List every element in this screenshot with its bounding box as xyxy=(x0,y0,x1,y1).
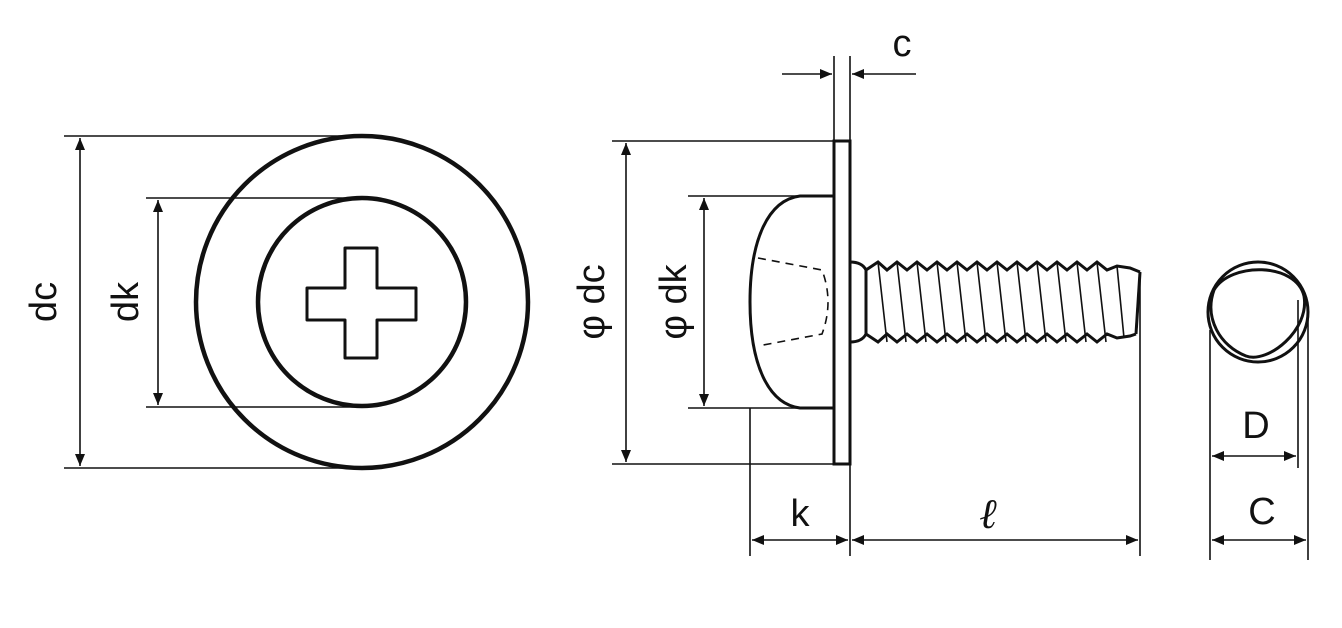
screw-side-view: φ dc φ dk c k ℓ xyxy=(571,23,1142,556)
washer-flange xyxy=(832,139,852,466)
D-label: D xyxy=(1242,405,1269,447)
washer-outer-circle xyxy=(193,133,531,471)
hidden-recess xyxy=(757,257,829,347)
C-label: C xyxy=(1248,491,1275,533)
phillips-cross-recess xyxy=(305,246,418,360)
head-circle xyxy=(255,195,469,409)
dc-label: dc xyxy=(23,282,65,322)
head-top-view: dc dk xyxy=(23,133,531,471)
dk-label: dk xyxy=(105,281,147,322)
phi-dk-label: φ dk xyxy=(653,263,695,339)
screw-end-view: D C xyxy=(1206,260,1310,560)
end-view-outer-circle xyxy=(1206,260,1310,364)
k-label: k xyxy=(791,493,811,535)
end-view-trilobe xyxy=(1209,268,1306,359)
c-label: c xyxy=(893,23,912,65)
domed-head xyxy=(748,194,834,410)
l-label: ℓ xyxy=(979,492,997,538)
phi-dc-label: φ dc xyxy=(571,264,613,339)
threaded-shank xyxy=(864,260,1142,344)
